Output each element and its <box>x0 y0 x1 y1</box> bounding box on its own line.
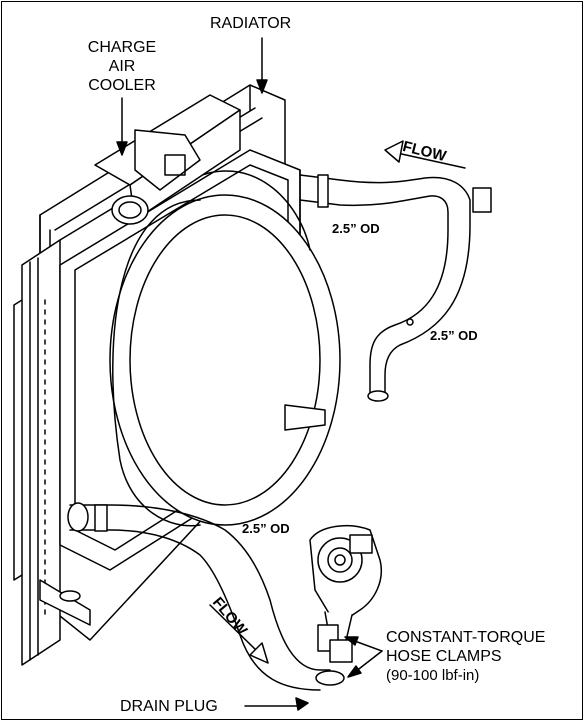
water-pump <box>309 524 382 686</box>
fan-shroud-ring <box>109 170 341 527</box>
hose-clamps-label: CONSTANT-TORQUE HOSE CLAMPS (90-100 lbf-… <box>386 628 545 685</box>
flow-arrow-top <box>384 140 466 169</box>
charge-air-cooler <box>94 94 241 225</box>
cac-label-line-2: AIR <box>108 58 136 75</box>
clamp-leader-upper <box>351 639 383 652</box>
hose-od-label-middle: 2.5” OD <box>430 328 478 343</box>
radiator-arrowhead <box>256 79 268 94</box>
radiator-side-tank <box>13 239 61 666</box>
cac-label-line-3: COOLER <box>88 77 156 94</box>
cac-label-line-1: CHARGE <box>87 39 157 56</box>
clamp-arrowhead-upper <box>344 636 359 646</box>
charge-air-cooler-label: CHARGE AIR COOLER <box>80 38 164 95</box>
hose-od-label-bottom: 2.5” OD <box>242 521 290 536</box>
drain-plug-label: DRAIN PLUG <box>120 698 218 715</box>
drain-plug-arrowhead <box>295 697 309 711</box>
radiator-mounts <box>39 404 326 626</box>
leader-lines <box>116 37 383 711</box>
clamps-label-line-3: (90-100 lbf-in) <box>386 667 480 684</box>
clamps-label-line-1: CONSTANT-TORQUE <box>386 629 546 646</box>
flow-arrow-bottom <box>209 604 269 664</box>
cac-arrowhead <box>116 141 128 156</box>
lower-coolant-hose <box>67 502 331 691</box>
hose-od-label-top: 2.5” OD <box>332 221 380 236</box>
clamps-label-line-2: HOSE CLAMPS <box>386 648 502 665</box>
clamp-leader-lower <box>354 650 383 673</box>
clamp-arrowhead-lower <box>347 665 362 678</box>
upper-coolant-hose <box>299 174 492 402</box>
radiator-label: RADIATOR <box>210 15 292 32</box>
